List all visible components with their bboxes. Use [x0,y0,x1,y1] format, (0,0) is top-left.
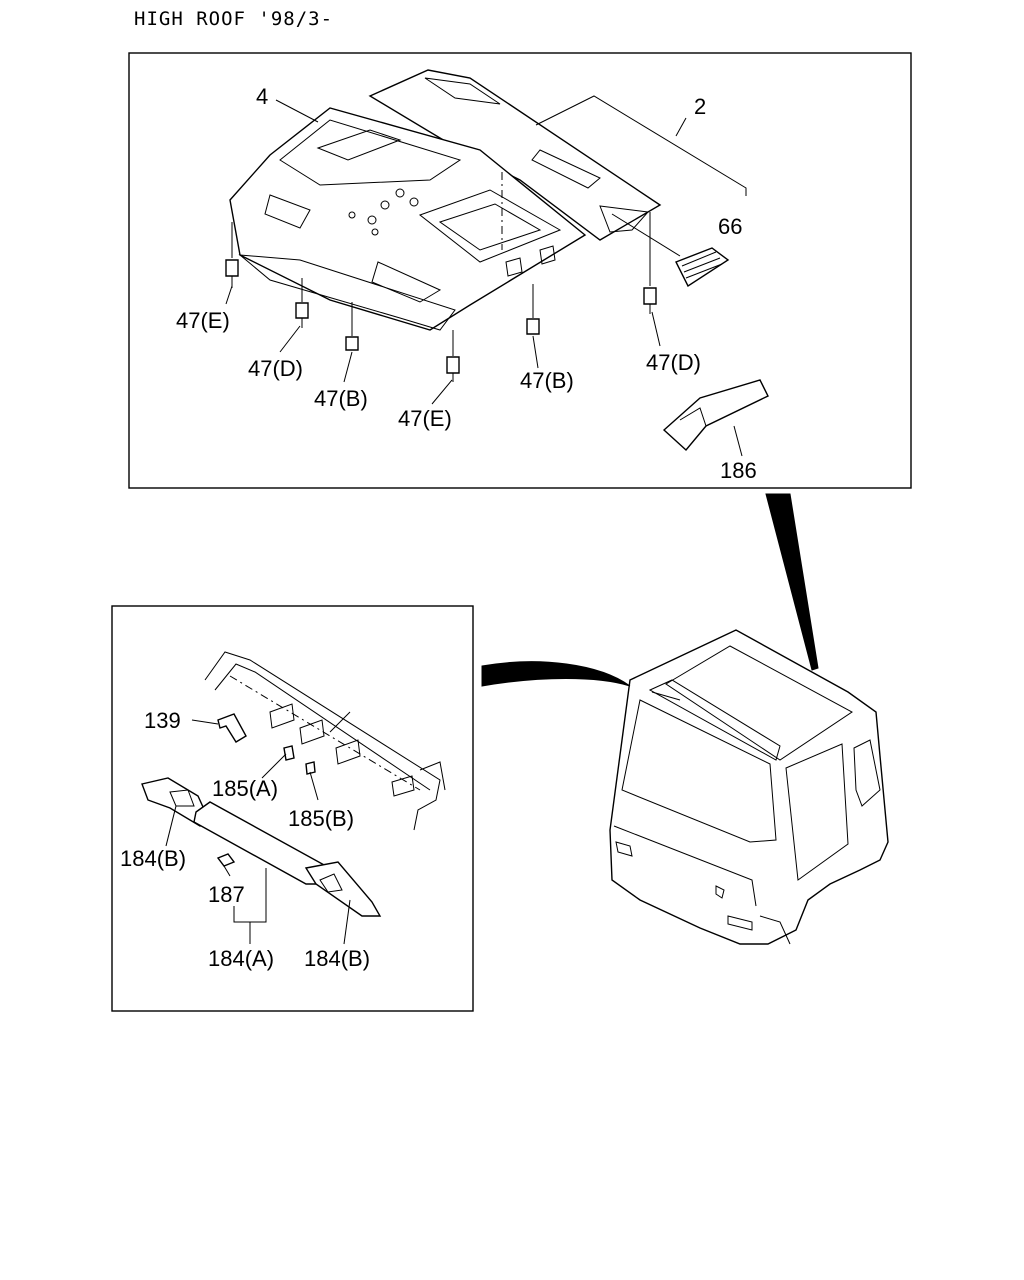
label-47b-left: 47(B) [314,386,368,411]
label-47b-right: 47(B) [520,368,574,393]
label-185a: 185(A) [212,776,278,801]
screw-47e-mid [446,330,460,382]
label-47e-left: 47(E) [176,308,230,333]
label-47d-right: 47(D) [646,350,701,375]
label-2: 2 [694,94,706,119]
screw-47d-left [295,278,309,328]
connector-roof-to-cab [765,493,819,671]
label-186: 186 [720,458,757,483]
diagram-title: HIGH ROOF '98/3- [134,8,333,30]
handle-leader-lines [165,719,351,945]
roof-lining-drawing [225,69,769,452]
handle-detail-frame [111,605,474,1012]
label-184a: 184(A) [208,946,274,971]
screw-47b-right [526,284,540,335]
top-leader-lines [225,95,747,457]
screw-47d-right [643,212,657,314]
grab-handle-drawing [141,651,446,917]
connector-handle-to-cab [481,661,631,687]
label-4: 4 [256,84,268,109]
label-184b-left: 184(B) [120,846,186,871]
screw-47e-left [225,222,239,288]
label-47d-left: 47(D) [248,356,303,381]
label-184b-right: 184(B) [304,946,370,971]
label-139: 139 [144,708,181,733]
label-47e-mid: 47(E) [398,406,452,431]
label-187: 187 [208,882,245,907]
truck-cab-drawing [609,629,889,945]
label-185b: 185(B) [288,806,354,831]
label-66: 66 [718,214,742,239]
roof-detail-frame [128,52,912,489]
screw-47b-left [345,302,359,351]
